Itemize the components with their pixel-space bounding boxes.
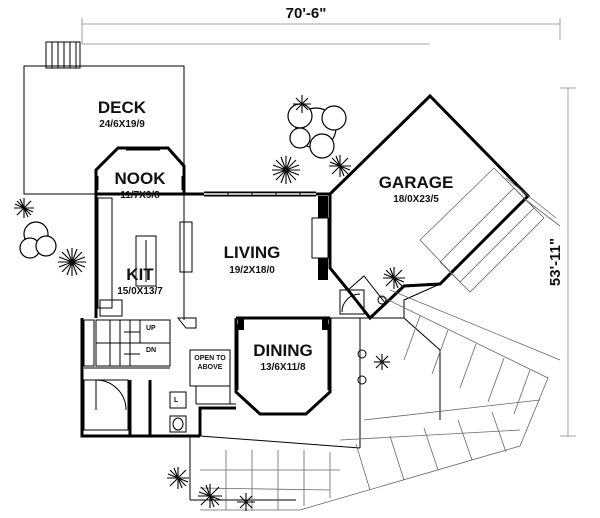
entry-details [189,318,361,501]
deck-label: DECK [98,98,147,117]
kit-size: 15/0X13/7 [117,286,163,297]
fireplace [311,196,329,280]
shrub-icon [14,95,405,511]
deck-size: 24/6X19/9 [99,119,145,130]
stairs [83,319,171,367]
garage-size: 18/0X23/5 [393,194,439,205]
windows [97,149,316,197]
stair-dn-label: DN [146,347,156,354]
tree-icon [19,103,347,259]
nook-label: NOOK [115,169,167,188]
depth-dimension [560,87,576,437]
width-dimension [81,18,561,45]
laundry-label: L [174,397,179,404]
depth-dimension-label: 53'-11" [547,238,564,286]
porch-walkway [199,283,561,511]
open-to-above-label: OPEN TO [194,355,226,362]
kitchen-fixtures [97,194,197,329]
garage-label: GARAGE [379,173,454,192]
living-label: LIVING [224,243,281,262]
kit-label: KIT [126,265,154,284]
living-size: 19/2X18/0 [229,265,275,276]
width-dimension-label: 70'-6" [286,5,327,22]
garage [328,93,561,321]
dining-label: DINING [253,341,313,360]
open-to-above-label-2: ABOVE [198,364,223,371]
nook-size: 11/7X9/8 [120,190,160,201]
stair-up-label: UP [146,325,156,332]
utility-room [339,275,387,319]
dining-size: 13/6X11/8 [260,362,305,373]
lower-left-rooms [83,367,187,436]
